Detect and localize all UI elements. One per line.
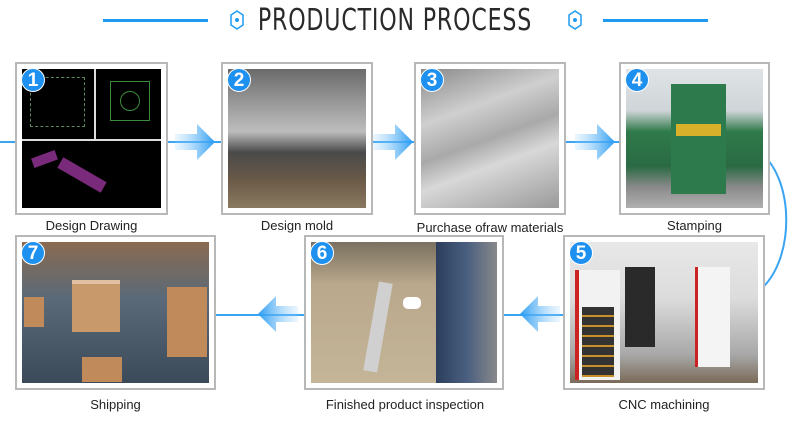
step-label: CNC machining — [618, 397, 710, 412]
design-mold-image — [228, 69, 366, 208]
step-number-badge: 6 — [310, 241, 334, 265]
step-4-card: 4 — [619, 62, 770, 215]
page-title: PRODUCTION PROCESS — [257, 3, 533, 38]
header-line-right — [603, 19, 708, 22]
arrow-right-icon — [575, 124, 615, 160]
raw-materials-image — [421, 69, 559, 208]
step-number-badge: 7 — [21, 241, 45, 265]
step-label: Purchase ofraw materials — [416, 220, 564, 235]
step-7-card: 7 — [15, 235, 216, 390]
step-6-card: 6 — [304, 235, 504, 390]
step-label: Finished product inspection — [325, 397, 485, 412]
arrow-right-icon — [373, 124, 413, 160]
stamping-image — [626, 69, 763, 208]
hexagon-icon — [568, 10, 582, 30]
arrow-right-icon — [175, 124, 215, 160]
step-3-card: 3 — [414, 62, 566, 215]
step-number-badge: 3 — [420, 68, 444, 92]
step-label: Design Drawing — [45, 218, 138, 233]
step-5-card: 5 — [563, 235, 765, 390]
step-number-badge: 2 — [227, 68, 251, 92]
step-2-card: 2 — [221, 62, 373, 215]
connector-curve — [759, 151, 788, 291]
design-drawing-image — [22, 69, 161, 208]
step-number-badge: 4 — [625, 68, 649, 92]
step-number-badge: 1 — [21, 68, 45, 92]
arrow-left-icon — [520, 296, 560, 332]
step-label: Shipping — [90, 397, 141, 412]
step-label: Stamping — [667, 218, 722, 233]
inspection-image — [311, 242, 497, 383]
step-1-card: 1 — [15, 62, 168, 215]
step-label: Design mold — [260, 218, 334, 233]
arrow-left-icon — [258, 296, 298, 332]
step-number-badge: 5 — [569, 241, 593, 265]
cnc-machining-image — [570, 242, 758, 383]
hexagon-icon — [230, 10, 244, 30]
header-line-left — [103, 19, 208, 22]
shipping-image — [22, 242, 209, 383]
